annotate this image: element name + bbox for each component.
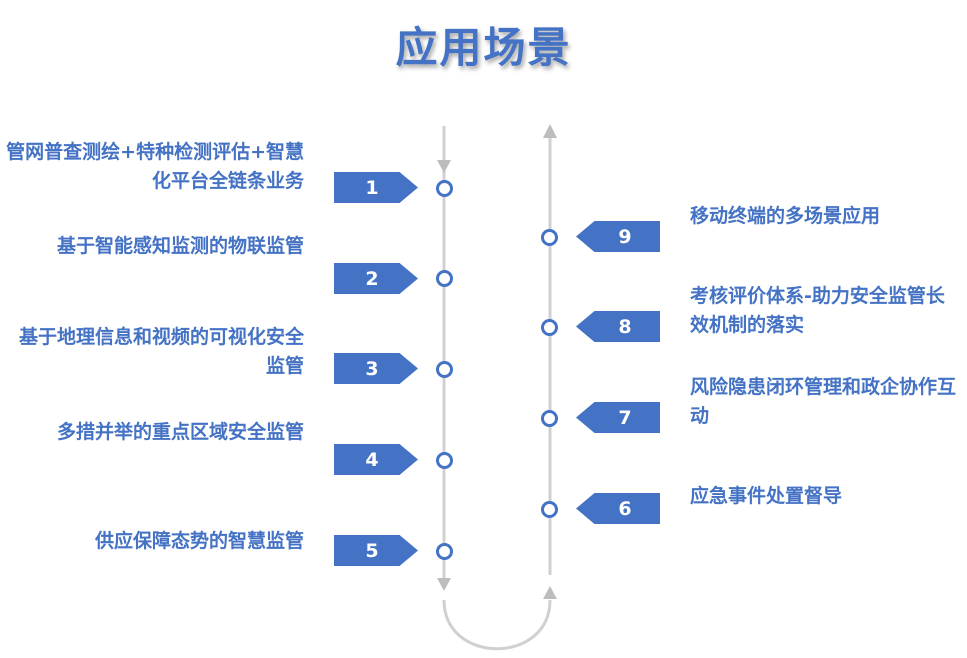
left-label-4: 多措并举的重点区域安全监管 [56, 421, 304, 443]
page-title: 应用场景 [395, 23, 572, 72]
step-tag-6: 6 [576, 493, 660, 524]
step-tag-7: 7 [576, 402, 660, 433]
u-turn-curve [442, 599, 552, 651]
right-label-9: 移动终端的多场景应用 [690, 205, 881, 227]
timeline-node-5 [436, 543, 453, 560]
step-tag-8: 8 [576, 311, 660, 342]
timeline-node-8 [541, 319, 558, 336]
left-label-5: 供应保障态势的智慧监管 [94, 530, 304, 552]
step-tag-5: 5 [334, 535, 418, 566]
right-label-8: 考核评价体系-助力安全监管长效机制的落实 [690, 285, 945, 336]
timeline-node-3 [436, 361, 453, 378]
left-label-3: 基于地理信息和视频的可视化安全监管 [18, 326, 304, 377]
timeline-node-1 [436, 180, 453, 197]
left-label-1: 管网普查测绘+特种检测评估+智慧化平台全链条业务 [6, 141, 304, 192]
step-tag-3: 3 [334, 353, 418, 384]
right-label-6: 应急事件处置督导 [690, 485, 843, 507]
timeline-node-9 [541, 229, 558, 246]
timeline-node-4 [436, 452, 453, 469]
right-bottom-arrow-icon [543, 586, 557, 599]
left-bottom-arrow-icon [437, 578, 451, 591]
right-label-7: 风险隐患闭环管理和政企协作互动 [690, 376, 957, 427]
right-up-arrow-icon [543, 124, 557, 138]
step-tag-1: 1 [334, 172, 418, 203]
timeline-node-7 [541, 410, 558, 427]
left-label-2: 基于智能感知监测的物联监管 [56, 235, 304, 257]
step-tag-4: 4 [334, 444, 418, 475]
timeline-node-2 [436, 270, 453, 287]
step-tag-9: 9 [576, 221, 660, 252]
step-tag-2: 2 [334, 263, 418, 294]
left-down-arrow-icon [437, 160, 451, 173]
timeline-node-6 [541, 501, 558, 518]
